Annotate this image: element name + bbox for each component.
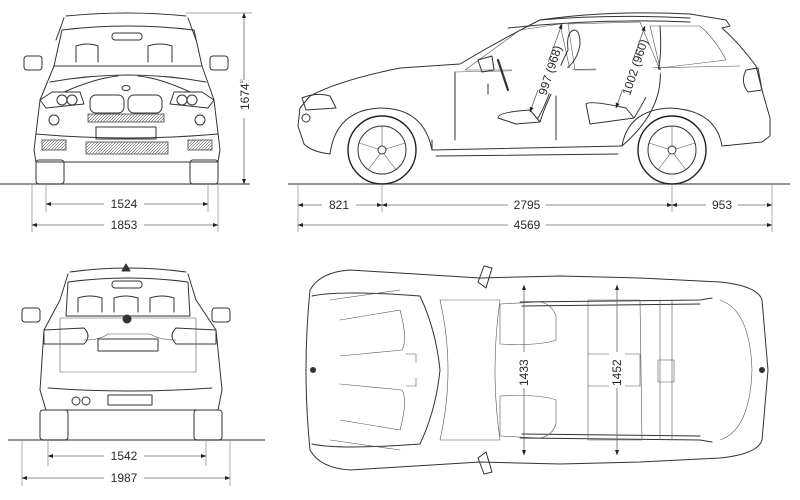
side-view-car-outline xyxy=(297,12,771,157)
front-overhang-label: 821 xyxy=(329,198,349,212)
wheelbase-label: 2795 xyxy=(514,198,541,212)
rear-shoulder-bg xyxy=(609,352,625,388)
front-view-car-outline xyxy=(23,12,229,185)
height-label-bg xyxy=(236,80,252,118)
front-shoulder-bg xyxy=(516,352,532,388)
overall-length-label: 4569 xyxy=(514,218,541,232)
front-lower-intake xyxy=(85,141,169,155)
front-wheel xyxy=(347,115,417,185)
rear-headroom-bg xyxy=(592,51,662,99)
rear-overhang-label: 953 xyxy=(712,198,732,212)
top-view-car-outline xyxy=(305,265,769,475)
height-label: 1674¹⁾ xyxy=(238,79,252,110)
front-headroom-bg xyxy=(508,51,574,99)
front-shoulder-width-label: 1433 xyxy=(517,359,531,386)
front-track-label: 1524 xyxy=(111,197,138,211)
width-incl-mirrors-label: 1987 xyxy=(111,471,138,485)
front-left-intake xyxy=(41,139,67,151)
overall-width-label: 1853 xyxy=(111,218,138,232)
rear-wheel xyxy=(637,115,707,185)
top-view: 1433 1452 xyxy=(305,265,769,475)
rear-view-car-outline xyxy=(21,263,231,441)
rear-shoulder-width-label: 1452 xyxy=(610,359,624,386)
front-upper-intake xyxy=(87,113,165,123)
rear-track-label: 1542 xyxy=(111,449,138,463)
front-view: 1674¹⁾ 1524 1853 xyxy=(0,12,252,232)
front-right-intake xyxy=(187,139,213,151)
rear-view: 1542 1987 xyxy=(8,263,265,486)
side-view: 997 (968) 1002 (960) 821 2795 953 4569 xyxy=(288,12,790,232)
